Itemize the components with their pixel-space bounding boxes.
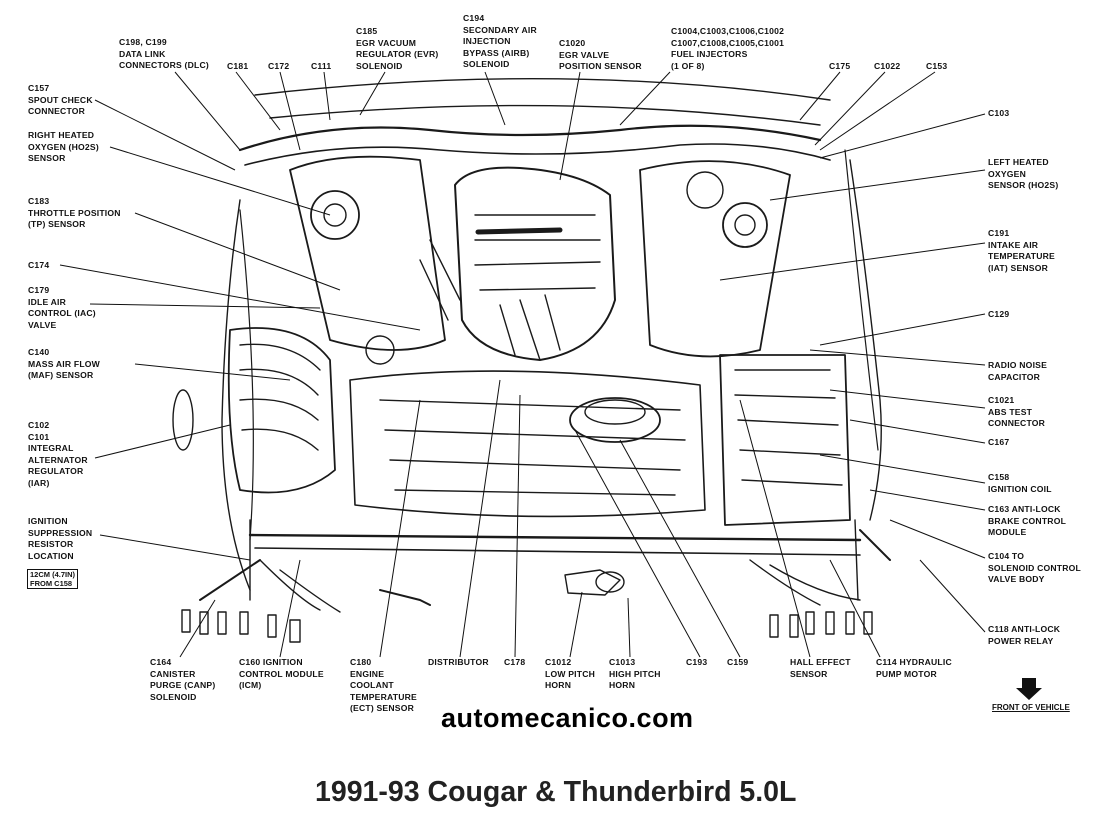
front-of-vehicle-label: FRONT OF VEHICLE — [992, 703, 1070, 712]
front-arrow-icon — [1016, 678, 1042, 700]
label-c174: C174 — [28, 260, 50, 270]
diagram-title: 1991-93 Cougar & Thunderbird 5.0L — [315, 776, 797, 808]
label-c167: C167 — [988, 437, 1010, 447]
watermark: automecanico.com — [441, 703, 694, 733]
label-c159: C159 — [727, 657, 749, 667]
label-c129: C129 — [988, 309, 1010, 319]
label-c103: C103 — [988, 108, 1010, 118]
label-c1022: C1022 — [874, 61, 901, 71]
label-c181: C181 — [227, 61, 249, 71]
label-c178: C178 — [504, 657, 526, 667]
label-c193: C193 — [686, 657, 708, 667]
location-note-box: 12CM (4.7IN)FROM C158 — [27, 569, 79, 589]
label-c111: C111 — [311, 61, 332, 71]
label-c175: C175 — [829, 61, 851, 71]
label-c153: C153 — [926, 61, 948, 71]
label-distributor: DISTRIBUTOR — [428, 657, 489, 667]
label-c172: C172 — [268, 61, 290, 71]
